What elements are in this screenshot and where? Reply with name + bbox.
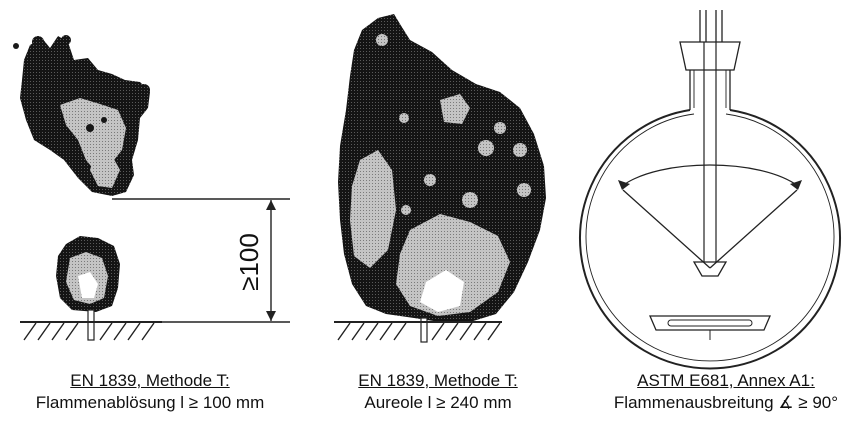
- flask-neck: [689, 70, 731, 110]
- stir-bar: [667, 319, 753, 327]
- dimension-arrowhead-up: [266, 200, 276, 210]
- flame-fleck: [86, 124, 94, 132]
- aureole-light-region: [440, 94, 470, 124]
- flame-fleck: [101, 117, 107, 123]
- panel-flame-aureole: [334, 14, 546, 343]
- aureole-spot: [494, 122, 506, 134]
- angle-arc: [621, 164, 799, 187]
- detached-flame: [13, 35, 150, 196]
- caption-title: EN 1839, Methode T:: [358, 371, 518, 390]
- aureole-spot: [399, 113, 409, 123]
- aureole-spot: [462, 192, 478, 208]
- dimension-label: ≥100: [234, 233, 264, 291]
- aureole-core: [420, 270, 464, 312]
- caption-title: EN 1839, Methode T:: [70, 371, 230, 390]
- flame-light-region: [90, 150, 120, 188]
- angle-arrowhead-left: [618, 180, 630, 190]
- angle-arrowhead-right: [790, 180, 802, 190]
- electrode-tip: [692, 261, 728, 277]
- aureole-spot: [376, 34, 388, 46]
- aureole-spot: [513, 143, 527, 157]
- caption-panel-3: ASTM E681, Annex A1: Flammenausbreitung …: [585, 370, 867, 414]
- caption-text: Flammenausbreitung ∡ ≥ 90°: [613, 393, 839, 412]
- caption-panel-1: EN 1839, Methode T: Flammenablösung l ≥ …: [0, 370, 300, 414]
- aureole-spot: [424, 174, 436, 186]
- stirrer-plate: [649, 315, 771, 331]
- electrode-rod: [703, 42, 717, 262]
- flame-core: [78, 272, 98, 298]
- aureole-spot: [401, 205, 411, 215]
- ground-hatching: [23, 322, 155, 341]
- flask-bulb: [579, 109, 841, 370]
- caption-text: Aureole l ≥ 240 mm: [364, 393, 512, 412]
- dimension-arrowhead-down: [266, 311, 276, 321]
- ground-hatching: [337, 322, 501, 341]
- burner-tube: [420, 317, 428, 343]
- aureole-spot: [478, 140, 494, 156]
- panel-flask-apparatus: [579, 10, 841, 370]
- flame-fleck: [32, 36, 44, 48]
- angle-line-right: [709, 189, 798, 269]
- burner-tube: [87, 309, 95, 341]
- aureole-spot: [517, 183, 531, 197]
- angle-line-left: [622, 189, 711, 269]
- caption-title: ASTM E681, Annex A1:: [637, 371, 815, 390]
- caption-panel-2: EN 1839, Methode T: Aureole l ≥ 240 mm: [318, 370, 558, 414]
- base-flame: [56, 236, 120, 312]
- flask-stopper: [679, 41, 741, 71]
- aureole-light-region: [350, 150, 396, 268]
- flame-fleck: [13, 43, 19, 49]
- flame-fleck: [61, 35, 71, 45]
- panel-flame-separation: ≥100: [13, 35, 290, 341]
- flame-fleck: [138, 84, 150, 96]
- caption-text: Flammenablösung l ≥ 100 mm: [35, 393, 265, 412]
